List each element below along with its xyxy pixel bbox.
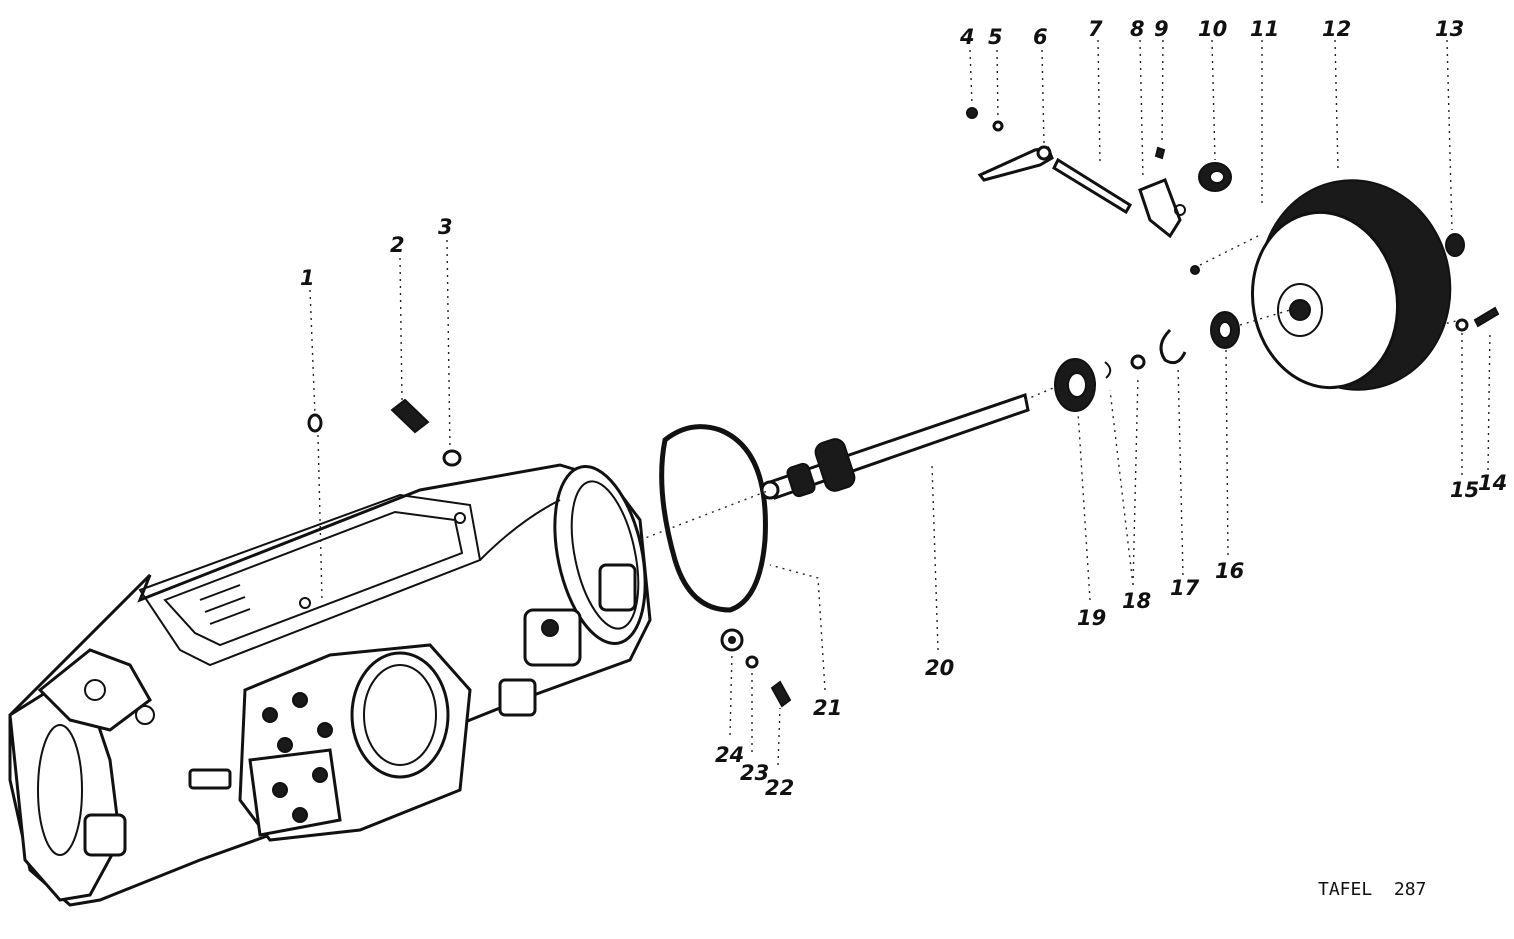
- callout-16: 16: [1215, 559, 1244, 583]
- linkage-washer: [992, 120, 1004, 132]
- selector-lever: [977, 145, 1054, 182]
- screw: [770, 680, 792, 708]
- callout-19: 19: [1077, 606, 1106, 630]
- shift-fork: [1138, 178, 1186, 239]
- flange-gasket: [659, 424, 768, 613]
- callout-9: 9: [1154, 17, 1169, 41]
- lock-washer: [745, 655, 759, 669]
- callout-1: 1: [300, 266, 315, 290]
- needle-bearing: [1210, 311, 1240, 349]
- callout-12: 12: [1322, 17, 1351, 41]
- input-shaft: [760, 393, 1030, 500]
- assembly-axis-lines: [639, 234, 1461, 541]
- callout-14: 14: [1478, 471, 1507, 495]
- callout-11: 11: [1250, 17, 1279, 41]
- callout-15: 15: [1450, 478, 1479, 502]
- torque-converter: [1250, 179, 1452, 391]
- flat-washer: [720, 628, 744, 652]
- callout-18: 18: [1122, 589, 1151, 613]
- callout-6: 6: [1033, 25, 1048, 49]
- plate-label: TAFEL 287: [1318, 879, 1426, 900]
- callout-4: 4: [959, 25, 975, 49]
- callout-8: 8: [1130, 17, 1145, 41]
- callout-numbers: 1 2 3 4 5 6 7 8 9 10 11 12 13 14 15 16 1…: [300, 17, 1507, 800]
- converter-nut: [1445, 233, 1465, 257]
- linkage-screw: [966, 107, 978, 119]
- fork-pin: [1154, 146, 1166, 160]
- fork-bushing: [1198, 162, 1232, 192]
- callout-20: 20: [925, 656, 954, 680]
- callout-17: 17: [1170, 576, 1200, 600]
- callout-10: 10: [1198, 17, 1227, 41]
- drain-plug: [390, 398, 430, 434]
- bolt-washer: [1455, 318, 1469, 332]
- callout-2: 2: [390, 233, 405, 257]
- converter-bolt: [1473, 306, 1500, 328]
- callout-13: 13: [1435, 17, 1464, 41]
- plug-washer: [442, 449, 462, 467]
- ball-bearing: [1054, 358, 1096, 412]
- housing-washer: [307, 413, 323, 433]
- spacer-ring: [1104, 354, 1146, 379]
- selector-rod: [1052, 157, 1133, 215]
- callout-24: 24: [715, 743, 744, 767]
- callout-5: 5: [988, 25, 1003, 49]
- callout-3: 3: [438, 215, 453, 239]
- snap-ring: [1159, 328, 1187, 365]
- linkage-pin: [1190, 265, 1200, 275]
- callout-22: 22: [765, 776, 794, 800]
- callout-leaders: [309, 39, 1491, 766]
- callout-7: 7: [1088, 17, 1103, 41]
- gearbox-housing: [8, 463, 652, 907]
- callout-23: 23: [740, 761, 769, 785]
- callout-21: 21: [813, 696, 842, 720]
